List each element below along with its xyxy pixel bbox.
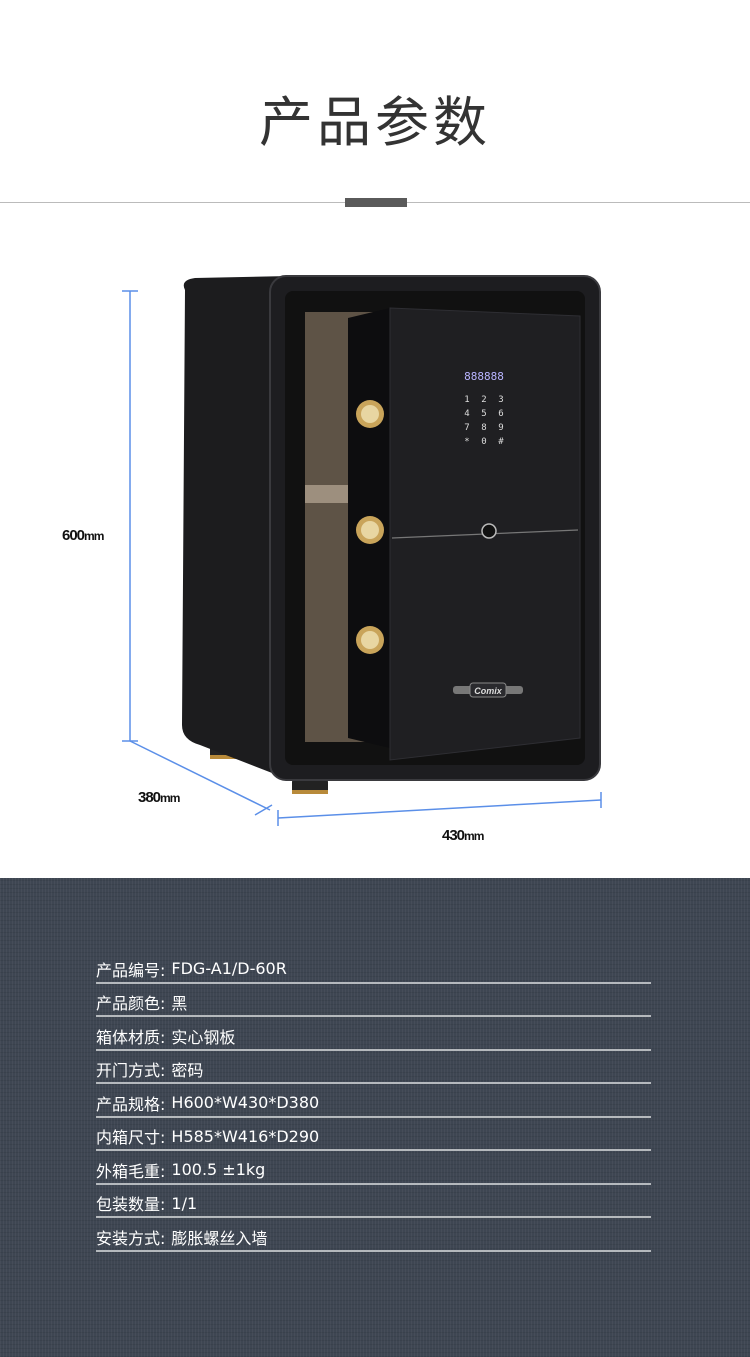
spec-row: 产品编号:FDG-A1/D-60R <box>96 950 651 984</box>
spec-label: 产品颜色: <box>96 994 166 1014</box>
spec-row: 产品规格:H600*W430*D380 <box>96 1084 651 1118</box>
brand-logo: Comix <box>474 686 503 696</box>
spec-row: 内箱尺寸:H585*W416*D290 <box>96 1118 651 1151</box>
spec-row: 外箱毛重:100.5 ±1kg <box>96 1151 651 1185</box>
width-dimension-label: 430mm <box>442 827 484 844</box>
spec-label: 外箱毛重: <box>96 1161 166 1181</box>
spec-value: 黑 <box>171 994 188 1014</box>
spec-label: 安装方式: <box>96 1228 166 1248</box>
keypad-key: 4 <box>464 409 469 419</box>
spec-panel <box>0 878 750 1357</box>
keypad-key: 2 <box>481 395 486 405</box>
spec-row: 包装数量:1/1 <box>96 1185 651 1218</box>
spec-label: 包装数量: <box>96 1195 166 1215</box>
spec-value: 膨胀螺丝入墙 <box>171 1228 268 1248</box>
spec-value: 实心钢板 <box>171 1027 236 1047</box>
divider-accent <box>345 198 407 207</box>
spec-row: 箱体材质:实心钢板 <box>96 1017 651 1051</box>
spec-row: 产品颜色:黑 <box>96 984 651 1017</box>
keypad-key: * <box>464 437 469 447</box>
keypad-key: 7 <box>464 423 469 433</box>
safe-product-image: 888888 1 2 3 4 5 6 7 8 9 * 0 # Comix <box>122 275 602 826</box>
spec-label: 产品规格: <box>96 1094 166 1114</box>
keypad-key: 5 <box>481 409 486 419</box>
spec-row: 开门方式:密码 <box>96 1051 651 1084</box>
dimension-lines <box>122 290 602 826</box>
spec-value: 密码 <box>171 1061 204 1081</box>
keypad-key: 8 <box>481 423 486 433</box>
height-dimension-label: 600mm <box>62 527 104 544</box>
keypad-display: 888888 <box>464 370 504 383</box>
keypad-key: 6 <box>498 409 503 419</box>
keypad-key: # <box>498 437 504 447</box>
spec-label: 开门方式: <box>96 1061 166 1081</box>
bolts <box>356 400 384 654</box>
spec-value: FDG-A1/D-60R <box>171 959 287 979</box>
depth-dimension-label: 380mm <box>138 789 180 806</box>
spec-label: 内箱尺寸: <box>96 1128 166 1148</box>
keypad-key: 0 <box>481 437 486 447</box>
spec-value: H600*W430*D380 <box>171 1093 320 1113</box>
spec-row: 安装方式:膨胀螺丝入墙 <box>96 1218 651 1252</box>
spec-value: 1/1 <box>171 1193 198 1213</box>
page-title: 产品参数 <box>259 91 491 154</box>
keypad-key: 9 <box>498 423 503 433</box>
spec-value: H585*W416*D290 <box>171 1126 320 1146</box>
spec-label: 箱体材质: <box>96 1027 166 1047</box>
keypad-key: 1 <box>464 395 469 405</box>
spec-label: 产品编号: <box>96 960 166 980</box>
keypad-key: 3 <box>498 395 503 405</box>
spec-value: 100.5 ±1kg <box>171 1160 266 1180</box>
